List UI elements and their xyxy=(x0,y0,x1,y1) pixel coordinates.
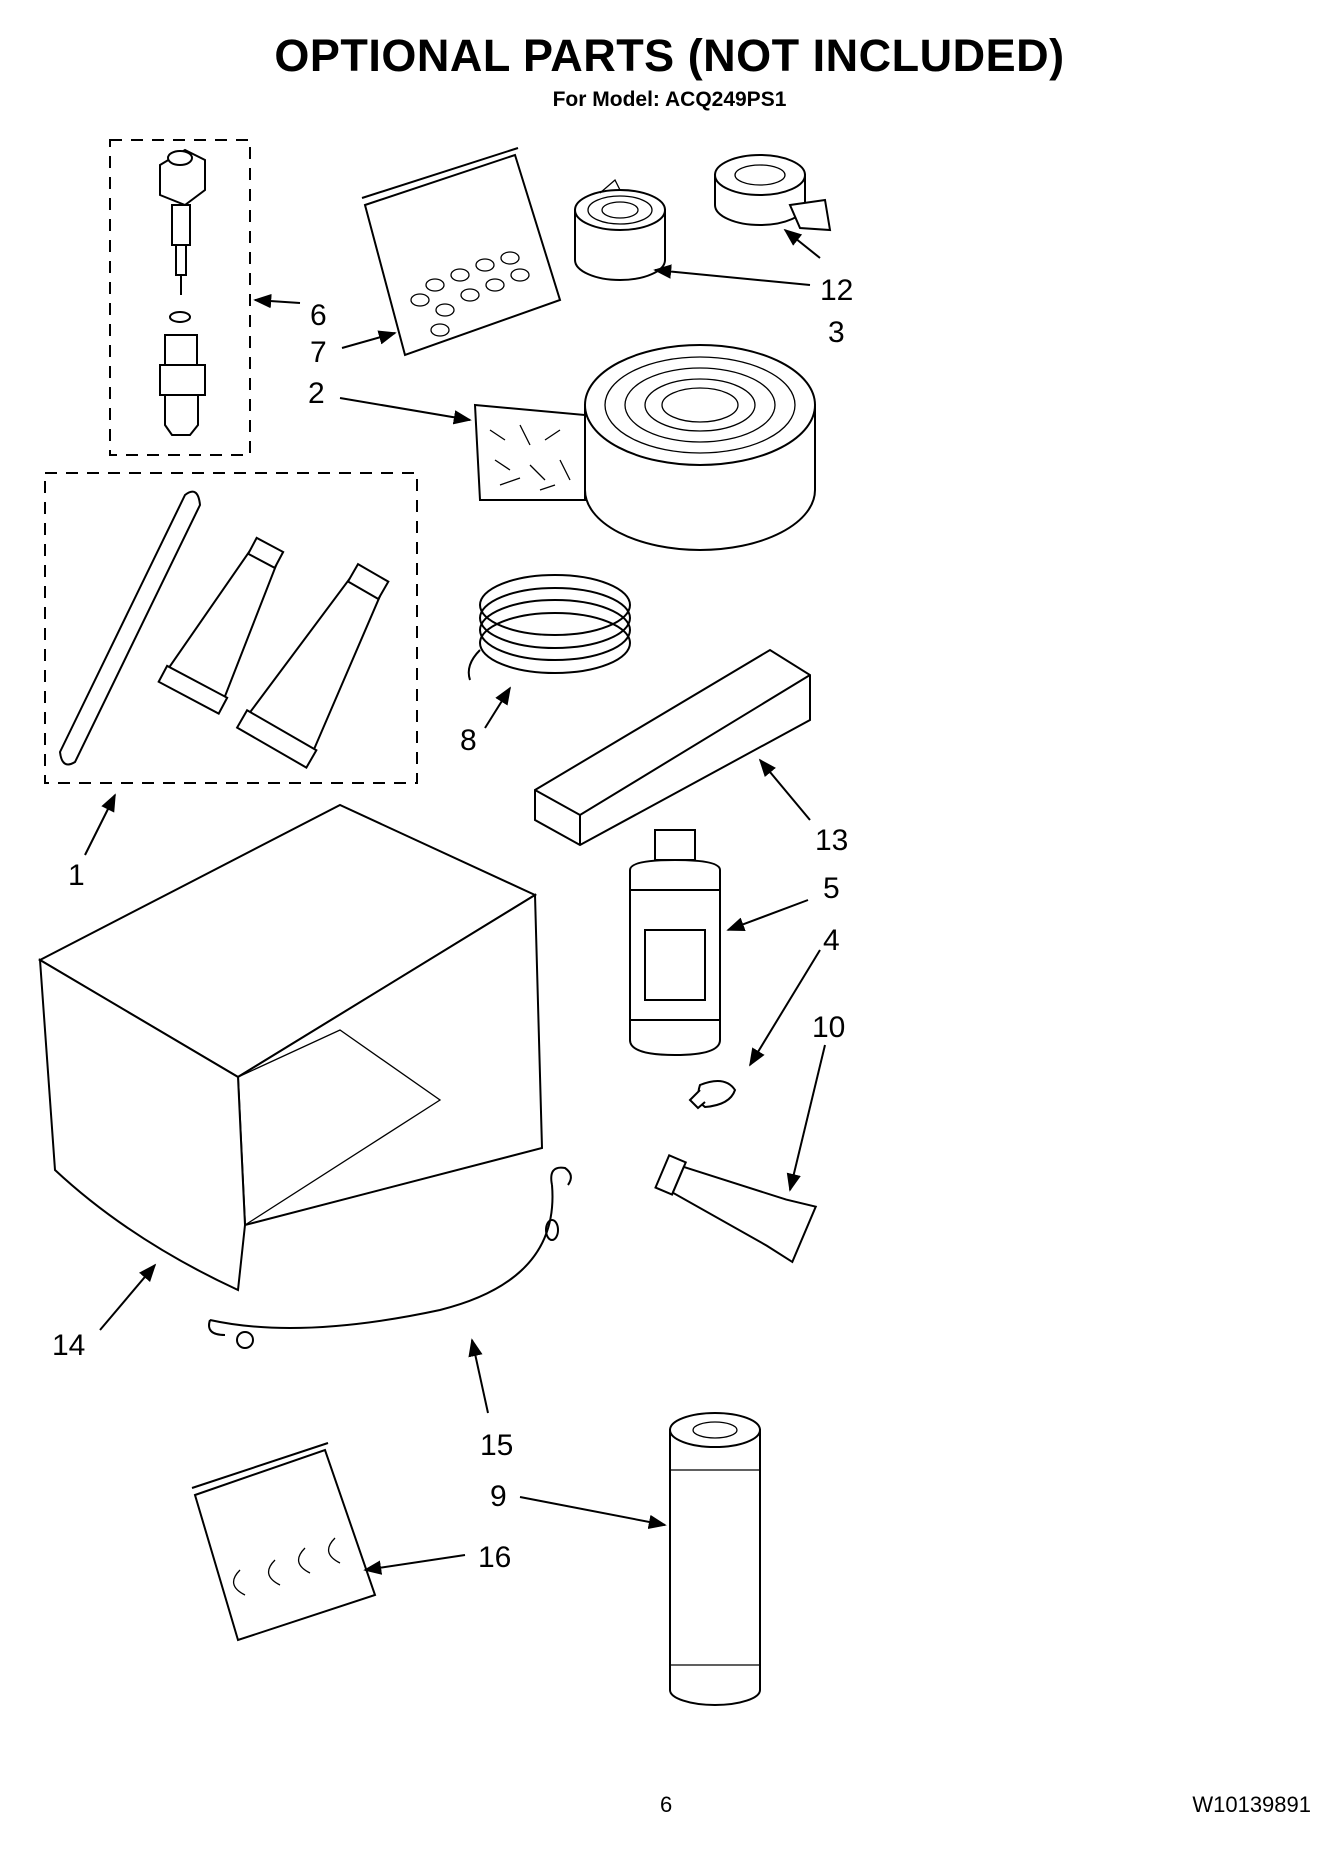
part-6-fitting-kit xyxy=(109,139,251,456)
part-2-foam-tape-roll xyxy=(473,344,816,551)
callout-4: 4 xyxy=(823,924,840,957)
page-number: 6 xyxy=(660,1792,673,1817)
callout-10: 10 xyxy=(812,1011,845,1044)
part-8-wire-coil xyxy=(467,574,631,681)
callout-14: 14 xyxy=(52,1329,85,1362)
callout-3: 3 xyxy=(828,316,845,349)
callout-numbers: 6 7 2 12 3 8 13 5 4 10 1 14 15 9 16 xyxy=(52,274,853,1574)
part-3-tape-roll xyxy=(574,178,666,281)
callout-13: 13 xyxy=(815,824,848,857)
callout-6: 6 xyxy=(310,299,327,332)
callout-16: 16 xyxy=(478,1541,511,1574)
part-10-tube xyxy=(654,1154,818,1264)
part-13-foam-block xyxy=(534,648,811,847)
callout-15: 15 xyxy=(480,1429,513,1462)
model-subtitle: For Model: ACQ249PS1 xyxy=(552,88,787,111)
part-7-washer-bag xyxy=(361,147,562,357)
leader-lines xyxy=(84,228,826,1575)
document-number: W10139891 xyxy=(1192,1792,1311,1817)
part-15-cord xyxy=(208,1166,572,1349)
part-12-tape-roll xyxy=(714,154,832,232)
part-16-clip-bag xyxy=(191,1442,377,1642)
page-title: OPTIONAL PARTS (NOT INCLUDED) xyxy=(274,30,1065,81)
callout-2: 2 xyxy=(308,377,325,410)
callout-5: 5 xyxy=(823,872,840,905)
part-1-sealant-kit xyxy=(44,472,418,784)
callout-7: 7 xyxy=(310,336,327,369)
callout-8: 8 xyxy=(460,724,477,757)
part-4-nozzle xyxy=(688,1080,737,1110)
callout-1: 1 xyxy=(68,859,85,892)
part-14-cover xyxy=(37,803,544,1292)
callout-9: 9 xyxy=(490,1480,507,1513)
part-5-bottle xyxy=(629,829,721,1057)
callout-12: 12 xyxy=(820,274,853,307)
part-9-aerosol-can xyxy=(669,1412,761,1706)
